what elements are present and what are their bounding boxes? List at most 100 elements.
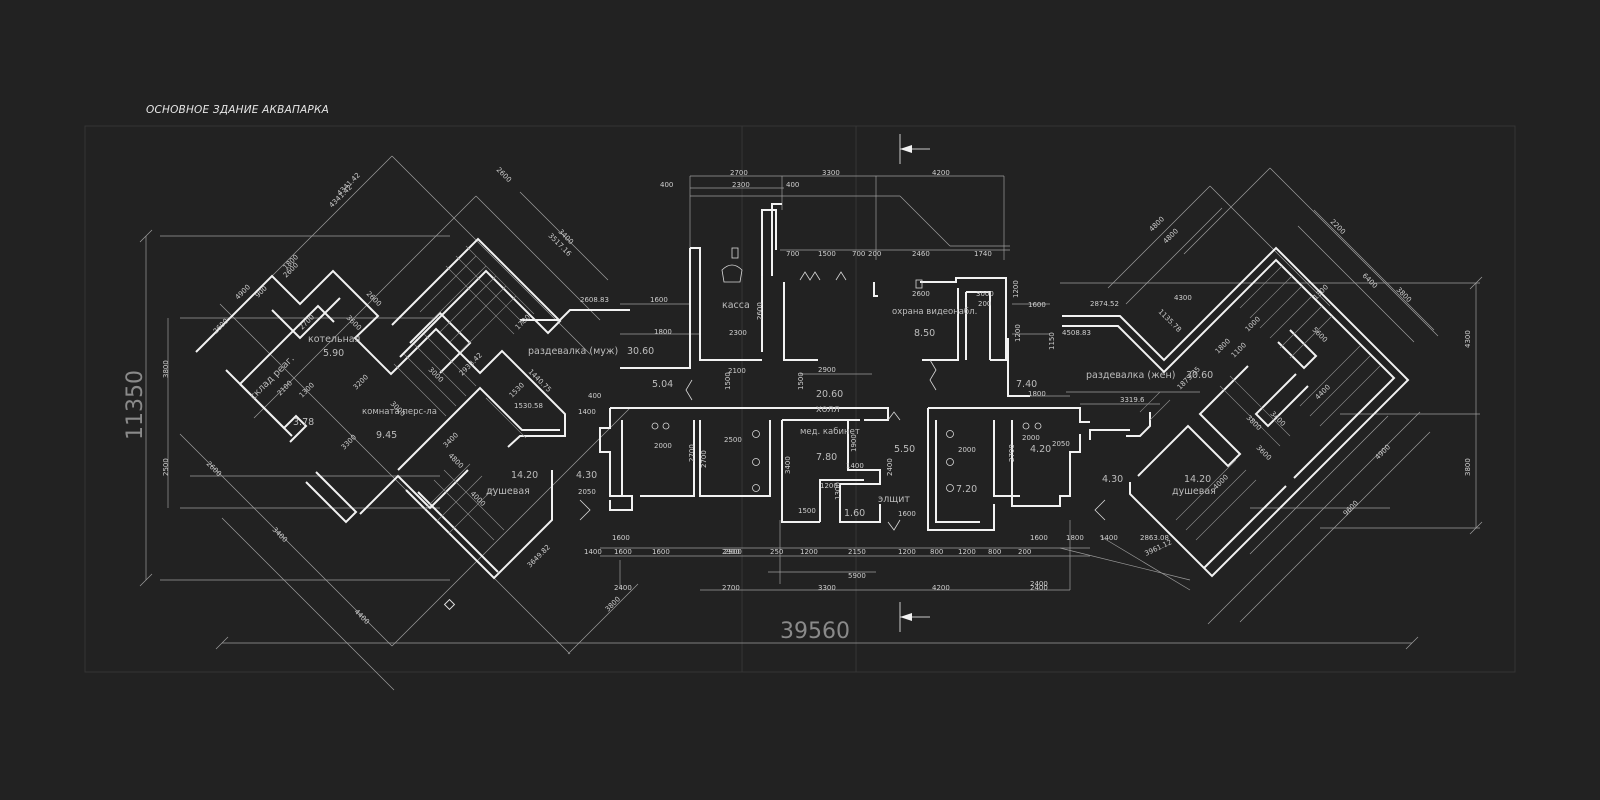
- dimension-label: 2700: [1008, 444, 1016, 462]
- room-name: раздевалка (жен): [1086, 370, 1175, 381]
- dimension-label: 1900: [850, 434, 858, 452]
- dimension-label: 2608.83: [580, 296, 609, 304]
- right-wing: [1059, 167, 1480, 625]
- room-area: 8.50: [914, 328, 935, 339]
- dimension-label: 2400: [1030, 584, 1048, 592]
- dimension-label: 3200: [352, 373, 370, 391]
- dimension-label: 2000: [1022, 434, 1040, 442]
- dimension-label: 1500: [798, 507, 816, 515]
- room-area: 5.04: [652, 379, 673, 390]
- dimension-label: 2150: [848, 548, 866, 556]
- dimension-label: 2500: [724, 436, 742, 444]
- room-name: комната перс-ла: [362, 407, 437, 417]
- room-area: 3.78: [293, 417, 314, 428]
- dimension-label: 700: [786, 250, 799, 258]
- room-area: 7.80: [816, 452, 837, 463]
- dimension-label: 2400: [886, 458, 894, 476]
- dimension-label: 200: [868, 250, 881, 258]
- dimension-label: 4200: [932, 584, 950, 592]
- room-area: 5.50: [894, 444, 915, 455]
- room-area: 30.60: [1186, 370, 1213, 381]
- room-area: 30.60: [627, 346, 654, 357]
- room-area: 5.90: [323, 348, 344, 359]
- dimension-label: 1200: [958, 548, 976, 556]
- dimension-label: 4800: [1148, 215, 1166, 233]
- dimension-label: 2300: [732, 181, 750, 189]
- dimension-label: 3600: [345, 314, 363, 332]
- dimension-label: 1600: [650, 296, 668, 304]
- dimension-label: 3300: [818, 584, 836, 592]
- dimension-label: 1000: [1244, 315, 1262, 333]
- dimension-label: 2100: [276, 379, 294, 397]
- dimension-label: 2500: [162, 458, 170, 476]
- dimension-label: 3800: [162, 360, 170, 378]
- dimension-label: 1400: [1100, 534, 1118, 542]
- dimension-label: 1600: [612, 534, 630, 542]
- dimension-label: 1400: [584, 548, 602, 556]
- dimension-label: 1600: [614, 548, 632, 556]
- dimension-label: 1800: [1066, 534, 1084, 542]
- dimension-label: 800: [988, 548, 1001, 556]
- dimension-label: 3400: [271, 526, 289, 544]
- dimension-label: 1200: [1014, 324, 1022, 342]
- dimension-label: 4200: [932, 169, 950, 177]
- dimension-label: 4000: [469, 490, 487, 508]
- dimension-label: 3800: [1245, 414, 1263, 432]
- room-area: 4.30: [576, 470, 597, 481]
- dimension-label: 400: [786, 181, 799, 189]
- room-area: 4.30: [1102, 474, 1123, 485]
- room-area: 9.45: [376, 430, 397, 441]
- room-area: 4.20: [1030, 444, 1051, 455]
- dimension-label: 4800: [447, 452, 465, 470]
- dimension-label: 200: [1018, 548, 1031, 556]
- dimension-label: 2900: [818, 366, 836, 374]
- dimension-label: 200: [978, 300, 991, 308]
- dimension-label: 1400: [578, 408, 596, 416]
- dimension-label: 3800: [604, 595, 622, 613]
- dimension-label: 1135.78: [1157, 308, 1183, 334]
- dimension-label: 2874.52: [1090, 300, 1119, 308]
- dimension-label: 2300: [729, 329, 747, 337]
- room-name: склад реаг.: [248, 353, 297, 402]
- room-area: 1.60: [844, 508, 865, 519]
- dimension-label: 2700: [722, 584, 740, 592]
- central-block: [579, 175, 1106, 591]
- dimension-label: 3300: [340, 433, 358, 451]
- dimension-label: 2000: [958, 446, 976, 454]
- dimension-label: 4300: [1174, 294, 1192, 302]
- overall-dimensions: 11350 39560: [123, 229, 1483, 650]
- dimension-label: 1500: [724, 372, 732, 390]
- dimension-label: 1800: [1028, 390, 1046, 398]
- dimension-label: 400: [660, 181, 673, 189]
- dimension-label: 4900: [1374, 443, 1392, 461]
- dimension-label: 4508.83: [1062, 329, 1091, 337]
- room-area: 7.40: [1016, 379, 1037, 390]
- dimension-label: 3319.6: [1120, 396, 1145, 404]
- section-mark-bottom: [899, 602, 930, 632]
- dimension-label: 1700: [514, 313, 532, 331]
- dimension-label: 1740: [974, 250, 992, 258]
- dimension-label: 1500: [797, 372, 805, 390]
- dimension-label: 1200: [1012, 280, 1020, 298]
- dimension-label: 1530.58: [514, 402, 543, 410]
- sheet-frame: [84, 125, 1516, 673]
- dimension-label: 4300: [1464, 330, 1472, 348]
- drawing-title: ОСНОВНОЕ ЗДАНИЕ АКВАПАРКА: [146, 104, 330, 116]
- room-area: 14.20: [1184, 474, 1211, 485]
- dimension-label: 900: [254, 284, 269, 299]
- dimension-label: 1200: [898, 548, 916, 556]
- dimension-label: 400: [588, 392, 601, 400]
- dimension-label: 1600: [652, 548, 670, 556]
- dimension-label: 5900: [848, 572, 866, 580]
- dimension-label: 3000: [976, 290, 994, 298]
- dimension-label: 4400: [1314, 383, 1332, 401]
- dimension-label: 3400: [784, 456, 792, 474]
- dimension-label: 2600: [205, 460, 223, 478]
- dimension-label: 3800: [1464, 458, 1472, 476]
- dimension-label: 2900: [724, 548, 742, 556]
- dimension-label: 3649.82: [526, 543, 552, 569]
- dimension-label: 1300: [834, 482, 842, 500]
- dimension-label: 2400: [1030, 580, 1048, 588]
- dimension-label: 2600: [495, 166, 513, 184]
